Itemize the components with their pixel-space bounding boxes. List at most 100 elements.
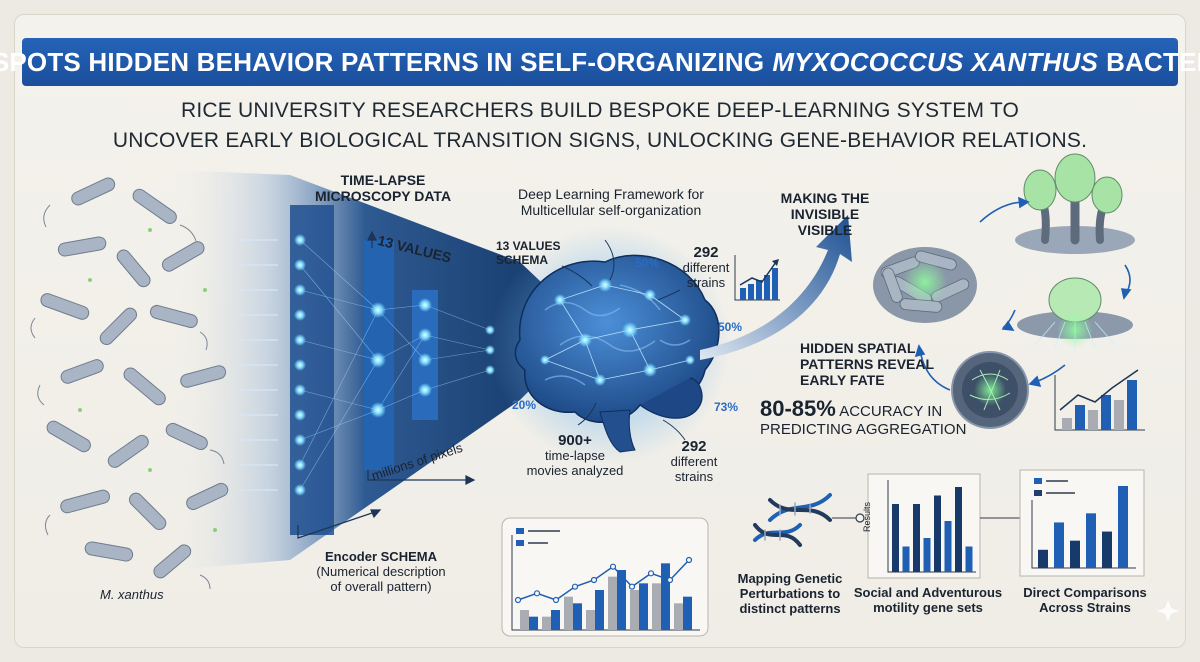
bottom-chart-gray-bar-4 — [586, 610, 595, 630]
comparisons-label: Direct Comparisons Across Strains — [1010, 585, 1160, 616]
bottom-chart-gray-bar-5 — [608, 576, 617, 630]
comparisons-line-1: Direct Comparisons — [1023, 585, 1147, 600]
encoder-desc-2: of overall pattern) — [330, 578, 432, 594]
motility-bar-3 — [913, 504, 920, 572]
motility-bar-7 — [955, 487, 962, 572]
mini-bar-top-1 — [740, 288, 746, 300]
bottom-chart-gray-bar-6 — [630, 590, 639, 630]
species-label: M. xanthus — [100, 587, 164, 602]
bottom-chart-point-2 — [533, 590, 541, 597]
motility-line-1: Social and Adventurous — [853, 585, 1003, 600]
bottom-chart-point-10 — [685, 556, 693, 564]
schema-label: 13 VALUES SCHEMA — [496, 239, 561, 268]
bottom-chart-blue-bar-5 — [617, 570, 626, 630]
hidden-patterns-label: HIDDEN SPATIAL PATTERNS REVEAL EARLY FAT… — [800, 340, 934, 388]
encoder-label: Encoder SCHEMA (Numerical description of… — [296, 549, 466, 595]
brain-stem — [599, 409, 636, 453]
bottom-chart-point-1 — [514, 596, 522, 604]
movies-line-1: time-lapse — [545, 448, 605, 464]
strains-bottom-line-2: strains — [674, 469, 714, 485]
schema-line-1: 13 VALUES — [496, 239, 561, 253]
hidden-line-1: HIDDEN SPATIAL — [800, 340, 916, 356]
framework-line-1: Deep Learning Framework for — [518, 186, 704, 202]
mini-bar-right-2 — [1075, 405, 1085, 430]
fruiting-body-top — [1015, 153, 1135, 254]
microscopy-line-1: TIME-LAPSE — [340, 172, 426, 188]
microscopy-label: TIME-LAPSE MICROSCOPY DATA — [298, 172, 468, 204]
invisible-line-1: MAKING THE — [780, 190, 870, 206]
mapping-line-1: Mapping Genetic — [737, 571, 843, 586]
bottom-chart-point-8 — [647, 570, 655, 577]
pct-top: 50% — [635, 256, 660, 270]
movies-count: 900+ — [558, 432, 592, 449]
bottom-chart-point-5 — [590, 576, 598, 584]
comparison-bar-3 — [1070, 540, 1080, 568]
motility-bar-1 — [892, 504, 899, 572]
cycle-arrows — [914, 196, 1132, 391]
brain — [514, 254, 720, 423]
mini-bar-right-1 — [1062, 418, 1072, 430]
schema-line-2: SCHEMA — [496, 252, 549, 267]
comparison-bar-1 — [1038, 549, 1048, 568]
comparison-bar-5 — [1102, 531, 1112, 568]
colony-top — [873, 247, 977, 323]
strains-top-label: 292 different strains — [676, 244, 736, 291]
bottom-chart-blue-bar-4 — [595, 590, 604, 630]
bottom-chart-blue-bar-2 — [551, 610, 560, 630]
accuracy-line-1: ACCURACY IN — [839, 403, 943, 420]
fruiting-body-mid — [1017, 277, 1133, 350]
accuracy-label: 80-85% ACCURACY IN PREDICTING AGGREGATIO… — [760, 396, 966, 439]
invisible-label: MAKING THE INVISIBLE VISIBLE — [760, 190, 890, 238]
brain-cerebellum — [639, 377, 703, 419]
encoder-desc-1: (Numerical description — [316, 563, 446, 579]
motility-bar-2 — [902, 546, 910, 572]
comparison-bar-4 — [1086, 513, 1096, 568]
title-species: MYXOCOCCUS XANTHUS — [772, 46, 1099, 77]
microscopy-line-2: MICROSCOPY DATA — [314, 188, 452, 205]
bottom-chart-gray-bar-3 — [564, 596, 573, 630]
sparkle-icon — [1157, 600, 1179, 622]
bottom-chart-point-3 — [552, 596, 560, 604]
mini-bar-top-4 — [764, 275, 770, 300]
subtitle-line-1: RICE UNIVERSITY RESEARCHERS BUILD BESPOK… — [180, 99, 1020, 122]
leader-lines — [561, 239, 686, 441]
pct-bottom: 73% — [714, 400, 739, 414]
mini-chart-top — [734, 255, 780, 301]
network-lines — [299, 239, 491, 491]
title-banner: AI SPOTS HIDDEN BEHAVIOR PATTERNS IN SEL… — [0, 38, 1200, 86]
bottom-chart-blue-bar-1 — [529, 616, 538, 630]
dna-connector-dot — [855, 513, 865, 523]
subtitle: RICE UNIVERSITY RESEARCHERS BUILD BESPOK… — [60, 96, 1140, 156]
framework-line-2: Multicellular self-organization — [520, 202, 702, 219]
mini-bar-top-2 — [748, 284, 754, 300]
comparison-bar-6 — [1118, 486, 1128, 568]
bottom-chart-gray-bar-8 — [674, 603, 683, 630]
bacteria-field — [40, 177, 229, 579]
mini-bar-right-3 — [1088, 410, 1098, 430]
strains-bottom-line-1: different — [670, 454, 718, 470]
brain-nodes — [540, 278, 695, 386]
bottom-chart-point-4 — [571, 583, 579, 590]
mini-bar-right-4 — [1101, 395, 1111, 430]
title-part2: BACTERIA — [1106, 46, 1200, 77]
dna-helix — [753, 493, 832, 547]
bacteria-specks — [78, 228, 217, 532]
network-nodes — [294, 234, 495, 496]
framework-label: Deep Learning Framework for Multicellula… — [476, 186, 746, 218]
comparison-chart — [1019, 469, 1145, 577]
bottom-chart-blue-bar-3 — [573, 603, 582, 630]
hidden-line-3: EARLY FATE — [800, 372, 885, 389]
motility-bar-4 — [923, 538, 931, 572]
bacteria-flagella — [30, 204, 225, 590]
bottom-chart-line — [517, 559, 690, 601]
bottom-chart-blue-bar-6 — [639, 583, 648, 630]
bottom-center-chart — [501, 517, 709, 637]
mini-bar-right-5 — [1114, 400, 1124, 430]
hidden-line-2: PATTERNS REVEAL — [800, 356, 935, 373]
bottom-chart-point-7 — [628, 583, 636, 590]
bottom-chart-gray-bar-2 — [542, 616, 551, 630]
dimension-arrows — [297, 230, 476, 539]
strains-bottom-label: 292 different strains — [662, 438, 726, 485]
mapping-label: Mapping Genetic Perturbations to distinc… — [720, 571, 860, 617]
